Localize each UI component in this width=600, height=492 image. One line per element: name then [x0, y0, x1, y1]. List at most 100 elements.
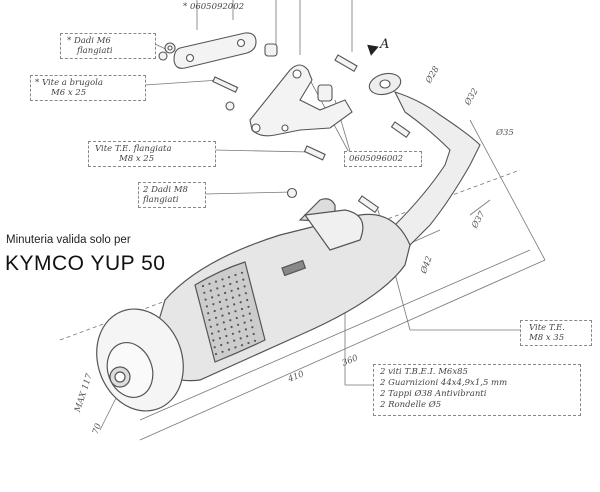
perforation-dot [227, 348, 231, 351]
perforation-dot [240, 271, 244, 274]
model-name: KYMCO YUP 50 [5, 252, 166, 275]
perforation-dot [252, 332, 255, 336]
perforation-dot [224, 328, 227, 331]
perforation-dot [231, 296, 234, 299]
perforation-dot [209, 289, 212, 292]
kit-line-2: 2 Guarnizioni 44x4,9x1,5 mm [380, 378, 508, 388]
perforation-dot [234, 310, 237, 313]
perforation-dot [227, 276, 231, 279]
label-dadi-m8: 2 Dadi M8 flangiati [138, 182, 206, 208]
perforation-dot [218, 300, 221, 304]
perforation-dot [226, 341, 229, 344]
perforation-dot [233, 303, 236, 306]
perforation-dot [253, 339, 257, 342]
perforation-dot [213, 309, 216, 313]
perforation-dot [235, 316, 238, 320]
perforation-dot [222, 321, 225, 324]
perforation-dot [214, 352, 218, 356]
perforation-dot [201, 284, 205, 288]
perforation-dot [225, 298, 228, 301]
perforation-dot [218, 337, 221, 340]
perforation-dot [251, 326, 254, 329]
perforation-dot [244, 292, 247, 295]
perforation-dot [205, 305, 208, 308]
perforation-dot [222, 285, 225, 288]
label-vite-te-flangiata-line2: M8 x 25 [119, 154, 155, 164]
perforation-dot [246, 335, 249, 338]
perforation-dot [237, 287, 240, 290]
marker-a: A [380, 37, 390, 52]
perforation-dot [211, 296, 214, 299]
part-code-box: 0605096002 [344, 151, 422, 167]
perforation-dot [238, 294, 241, 297]
label-vite-te-flangiata: Vite T.E. flangiata M8 x 25 [88, 141, 216, 167]
perforation-dot [203, 291, 206, 294]
perforation-dot [216, 287, 219, 290]
perforation-dot [204, 298, 207, 301]
hardware-note: Minuteria valida solo per [6, 234, 131, 246]
perforation-dot [242, 314, 245, 317]
perforation-dot [208, 318, 211, 322]
perforation-dot [221, 314, 224, 317]
perforation-dot [243, 321, 246, 324]
perforation-dot [246, 298, 249, 302]
perforation-dot [209, 325, 212, 328]
dim-d35: Ø35 [496, 128, 514, 138]
kit-line-1: 2 viti T.B.E.I. M6x85 [380, 367, 468, 377]
perforation-dot [220, 307, 223, 310]
perforation-dot [234, 273, 237, 277]
label-hardware-kit: 2 viti T.B.E.I. M6x85 2 Guarnizioni 44x4… [373, 364, 581, 416]
perforation-dot [244, 328, 247, 331]
perforation-dot [214, 316, 218, 319]
label-dadi-m8-line1: 2 Dadi M8 [143, 185, 188, 195]
perforation-dot [220, 343, 223, 347]
label-vite-te-line2: M8 x 35 [529, 333, 565, 343]
perforation-dot [250, 319, 253, 322]
perforation-dot [213, 346, 216, 349]
perforation-dot [229, 319, 232, 322]
perforation-dot [239, 301, 242, 304]
perforation-dot [227, 312, 231, 315]
label-vite-te: Vite T.E. M8 x 35 [520, 320, 592, 346]
label-dadi-m6: * Dadi M6 flangiati [60, 33, 156, 59]
perforation-dot [234, 346, 237, 349]
perforation-dot [243, 285, 246, 288]
perforation-dot [248, 312, 251, 315]
perforation-dot [242, 278, 245, 281]
perforation-dot [239, 337, 242, 340]
perforation-dot [230, 289, 233, 292]
perforation-dot [238, 330, 241, 333]
perforation-dot [247, 341, 250, 345]
perforation-dot [217, 330, 220, 333]
perforation-dot [229, 282, 232, 286]
perforation-dot [221, 278, 224, 281]
perforation-dot [235, 280, 238, 283]
label-dadi-m6-line2: flangiati [77, 46, 113, 56]
perforation-dot [226, 305, 229, 308]
perforation-dot [237, 323, 240, 326]
perforation-dot [212, 339, 215, 342]
perforation-dot [217, 294, 220, 297]
perforation-dot [208, 282, 211, 285]
perforation-dot [216, 323, 219, 326]
perforation-dot [221, 350, 224, 353]
perforation-dot [231, 332, 234, 335]
kit-line-3: 2 Tappi Ø38 Antivibranti [380, 389, 487, 399]
kit-line-4: 2 Rondelle Ø5 [380, 400, 442, 410]
label-vite-brugola-line2: M6 x 25 [51, 88, 87, 98]
top-part-code: * 0605092002 [183, 2, 245, 12]
label-vite-te-flangiata-line1: Vite T.E. flangiata [95, 144, 172, 154]
perforation-dot [212, 303, 215, 306]
perforation-dot [240, 344, 244, 347]
label-vite-brugola-line1: * Vite a brugola [35, 78, 103, 88]
label-dadi-m8-line2: flangiati [143, 195, 179, 205]
perforation-dot [224, 291, 227, 295]
perforation-dot [211, 332, 214, 335]
label-vite-brugola: * Vite a brugola M6 x 25 [30, 75, 146, 101]
label-vite-te-line1: Vite T.E. [529, 323, 565, 333]
perforation-dot [207, 312, 210, 315]
perforation-dot [247, 305, 250, 308]
perforation-dot [240, 307, 244, 311]
